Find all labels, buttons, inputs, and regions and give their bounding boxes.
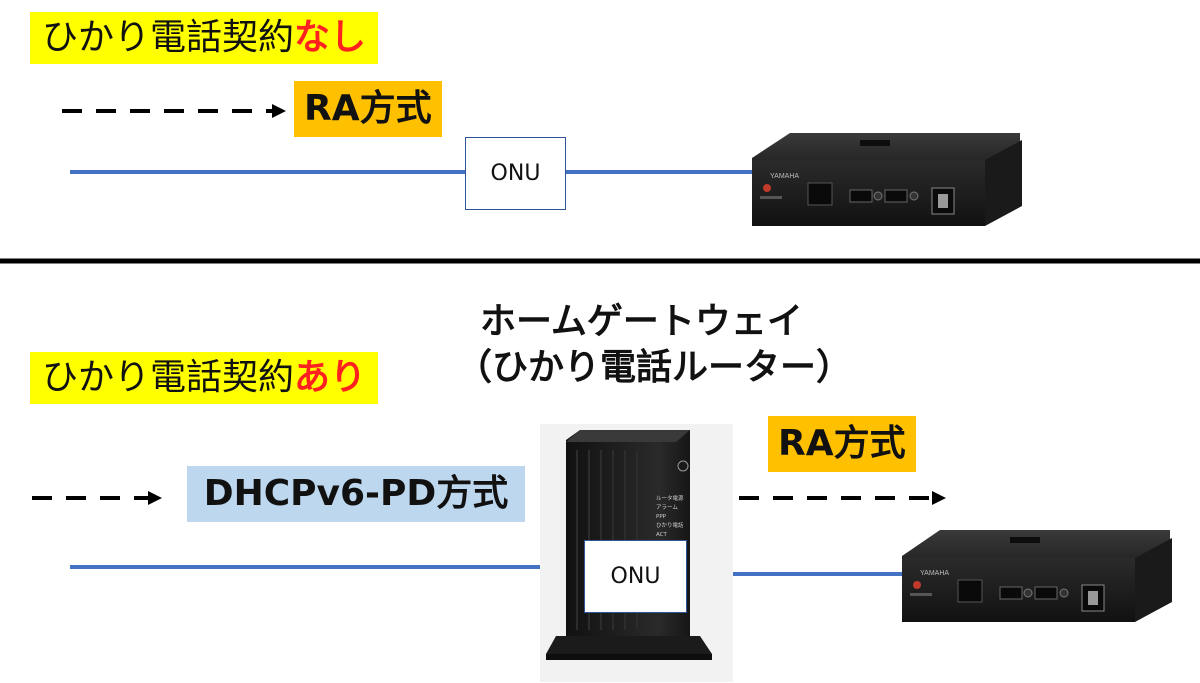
title-suffix: あり [294, 357, 367, 398]
title-prefix: ひかり電話契約 [42, 357, 295, 398]
onu-box-top: ONU [465, 137, 566, 210]
title-with-hikari-denwa: ひかり電話契約あり [30, 352, 379, 404]
hgw-status-label: PPP [656, 514, 667, 520]
hgw-caption-line1: ホームゲートウェイ [480, 301, 803, 342]
hgw-status-label: ルータ電源 [656, 494, 684, 502]
arrowhead-top [272, 104, 286, 118]
svg-text:YAMAHA: YAMAHA [920, 570, 949, 577]
hgw-caption-line2: （ひかり電話ルーター） [456, 347, 853, 388]
dhcpv6-pd-method-tag: DHCPv6-PD方式 [187, 466, 525, 522]
ra-method-tag-bottom: RA方式 [768, 416, 916, 472]
hgw-status-label: ひかり電話 [656, 521, 684, 529]
title-prefix: ひかり電話契約 [42, 17, 295, 58]
onu-label: ONU [610, 564, 661, 589]
yamaha-router-icon: YAMAHA [752, 133, 1022, 226]
ra-method-tag-top: RA方式 [294, 81, 442, 137]
yamaha-router-icon-bottom: YAMAHA [902, 530, 1172, 622]
hgw-status-label: ACT [656, 532, 668, 538]
arrowhead-bottom-right [932, 491, 946, 505]
title-suffix: なし [294, 17, 367, 58]
onu-label: ONU [490, 161, 541, 186]
arrowhead-bottom-left [148, 491, 162, 505]
svg-text:YAMAHA: YAMAHA [770, 173, 799, 180]
title-no-hikari-denwa: ひかり電話契約なし [30, 12, 379, 64]
hgw-status-label: アラーム [656, 504, 678, 511]
onu-box-bottom: ONU [584, 540, 687, 613]
